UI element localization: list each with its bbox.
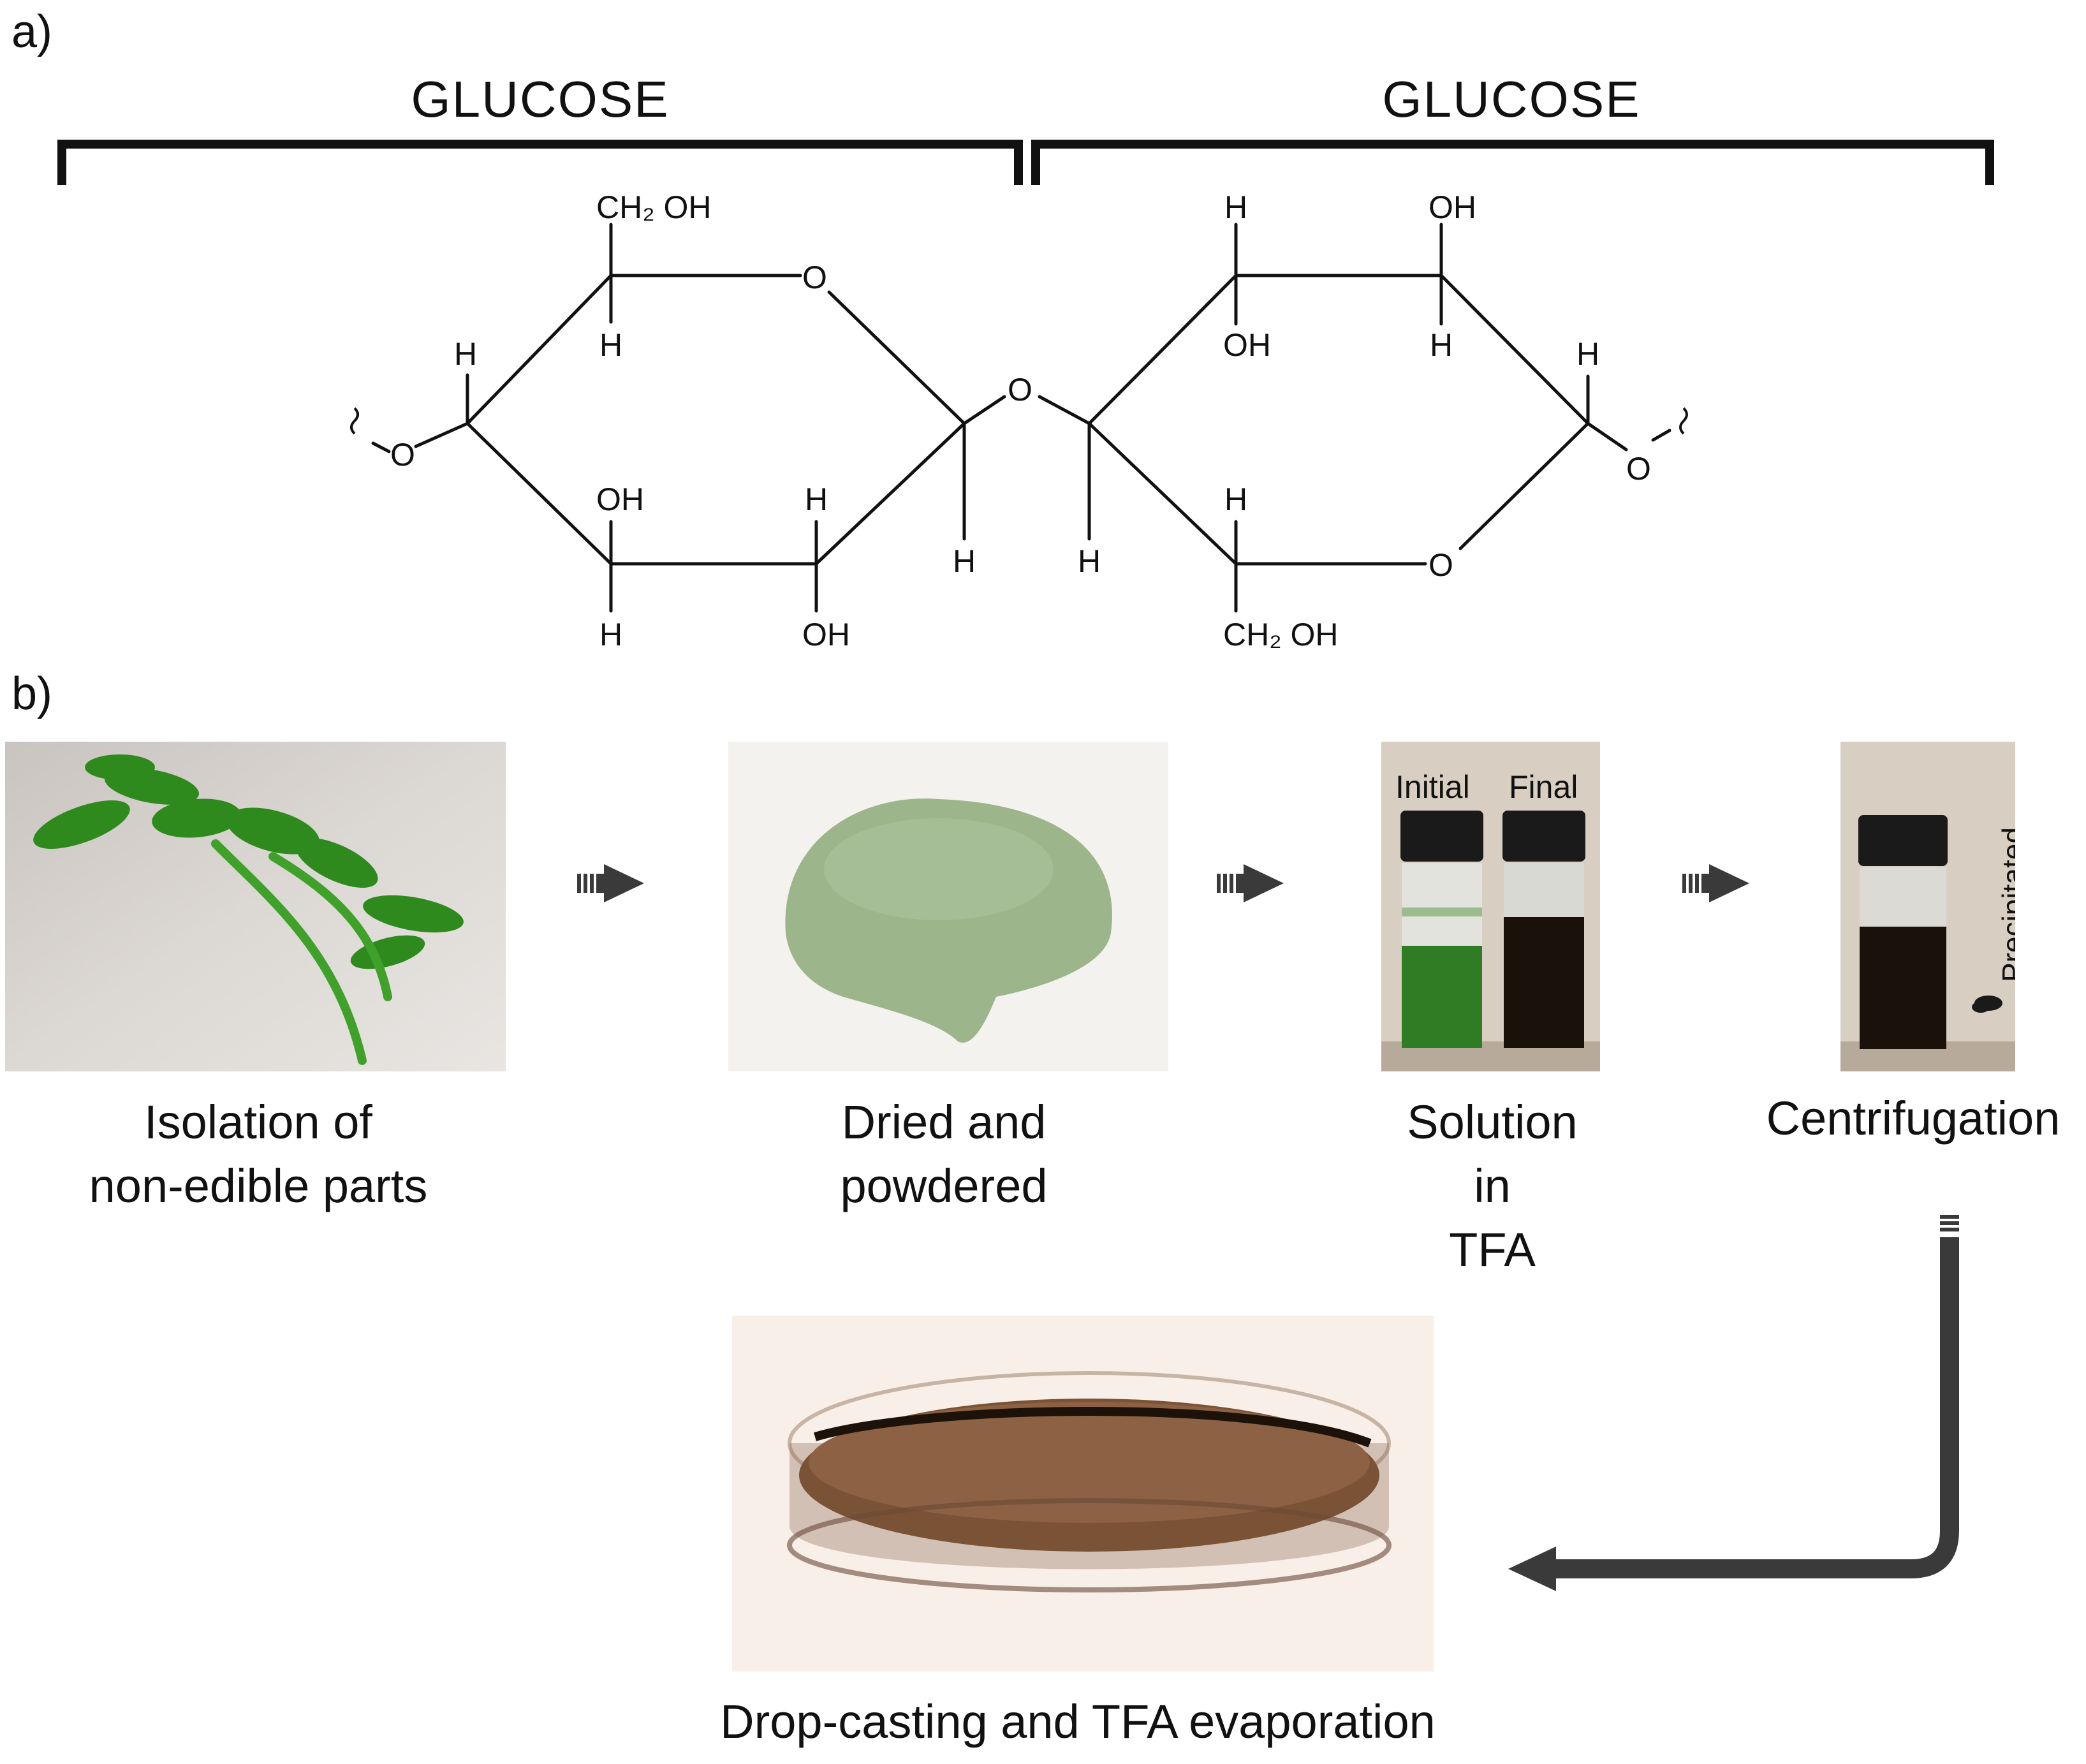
atom-h: H <box>599 327 622 363</box>
photo-parsley <box>5 742 506 1071</box>
precipitated-label: Precipitated <box>1996 827 2015 982</box>
cellobiose-structure: CH₂ OH O H H O OH H H OH H O H H OH OH H… <box>57 140 1994 652</box>
photo-petri-dish <box>732 1316 1434 1672</box>
panel-label-b: b) <box>11 668 53 719</box>
vial-final-label: Final <box>1509 769 1578 805</box>
photo-centrifuged-vial: Precipitated <box>1840 742 2015 1071</box>
caption-solution-tfa: Solution in TFA <box>1407 1096 1578 1276</box>
atom-o-right-terminal: O <box>1626 451 1651 487</box>
atom-h: H <box>1576 336 1599 372</box>
atom-ring-o-left: O <box>802 260 827 295</box>
atom-h: H <box>805 481 828 517</box>
atom-glycosidic-o: O <box>1008 372 1032 408</box>
bracket-left <box>57 140 1023 185</box>
glucose-label-left: GLUCOSE <box>411 71 670 128</box>
atom-ch2oh-top: CH₂ OH <box>596 189 712 225</box>
atom-o-left-terminal: O <box>390 437 415 473</box>
atom-oh: OH <box>1429 189 1476 225</box>
atom-h: H <box>599 617 622 652</box>
wavy-terminators <box>350 407 1688 435</box>
vial-initial-label: Initial <box>1395 769 1470 805</box>
atom-ch2oh-bottom: CH₂ OH <box>1223 617 1339 652</box>
arrow-step2-to-step3 <box>1217 864 1284 902</box>
petri-illustration <box>732 1316 1434 1672</box>
atom-labels: CH₂ OH O H H O OH H H OH H O H H OH OH H… <box>390 189 1651 652</box>
atom-oh: OH <box>596 481 644 517</box>
glucose-label-right: GLUCOSE <box>1382 71 1641 128</box>
photo-vials: Initial Final <box>1381 742 1600 1071</box>
caption-drop-casting: Drop-casting and TFA evaporation <box>720 1695 1436 1748</box>
atom-ring-o-right: O <box>1429 547 1453 583</box>
atom-h: H <box>1224 189 1247 225</box>
centrifuged-illustration <box>1840 742 2015 1071</box>
bracket-right <box>1031 140 1994 185</box>
atom-h: H <box>1078 543 1101 579</box>
vials-illustration <box>1381 742 1600 1071</box>
bonds <box>371 223 1671 613</box>
atom-oh: OH <box>802 617 850 652</box>
photo-powder <box>728 742 1168 1071</box>
atom-h: H <box>454 336 477 372</box>
atom-h: H <box>953 543 976 579</box>
atom-oh: OH <box>1223 327 1271 363</box>
caption-dried-powdered: Dried and powdered <box>840 1096 1048 1212</box>
arrow-step3-to-step4 <box>1682 864 1749 902</box>
atom-h: H <box>1224 481 1247 517</box>
caption-centrifugation: Centrifugation <box>1766 1092 2060 1145</box>
panel-label-a: a) <box>11 6 53 57</box>
atom-h: H <box>1430 327 1453 363</box>
parsley-illustration <box>5 742 506 1071</box>
powder-illustration <box>728 742 1168 1071</box>
caption-isolation: Isolation of non-edible parts <box>89 1096 428 1212</box>
arrow-step1-to-step2 <box>577 864 644 902</box>
